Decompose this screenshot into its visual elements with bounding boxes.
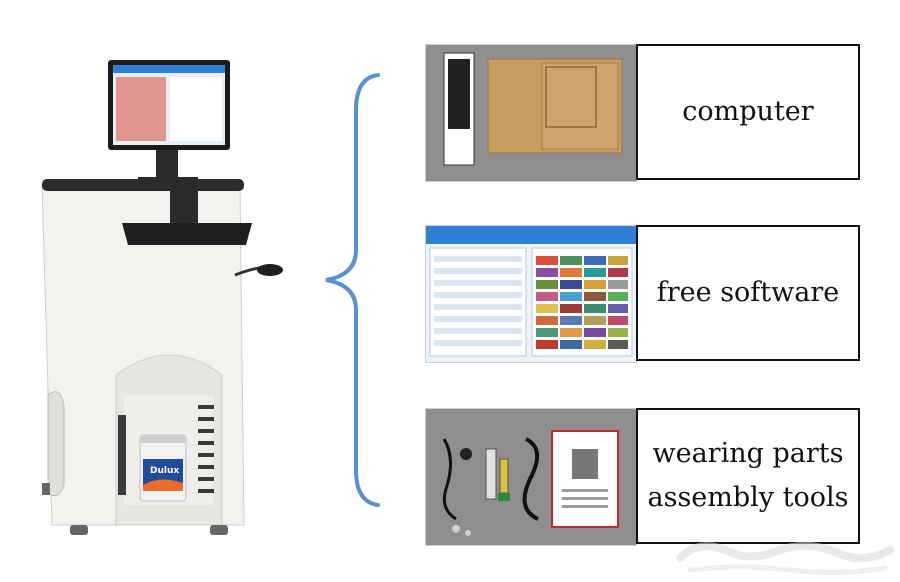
computer-label-box: computer — [636, 44, 860, 180]
parts-tools-label-box: wearing parts assembly tools — [636, 408, 860, 544]
paint-can: Dulux — [139, 434, 187, 502]
parts-label-line2: assembly tools — [647, 482, 849, 513]
paint-can-brand: Dulux — [150, 466, 179, 476]
curly-brace-divider — [318, 70, 388, 510]
monitor — [108, 60, 230, 183]
computer-label: computer — [682, 96, 814, 127]
software-label: free software — [656, 277, 840, 308]
software-label-box: free software — [636, 225, 860, 361]
computer-box-photo — [425, 44, 637, 182]
paint-tinting-machine-image: Dulux — [30, 55, 290, 555]
software-screenshot-photo — [425, 225, 637, 363]
parts-label-line1: wearing parts — [652, 438, 844, 469]
parts-tools-photo — [425, 408, 637, 546]
watermark-logo — [660, 528, 900, 578]
